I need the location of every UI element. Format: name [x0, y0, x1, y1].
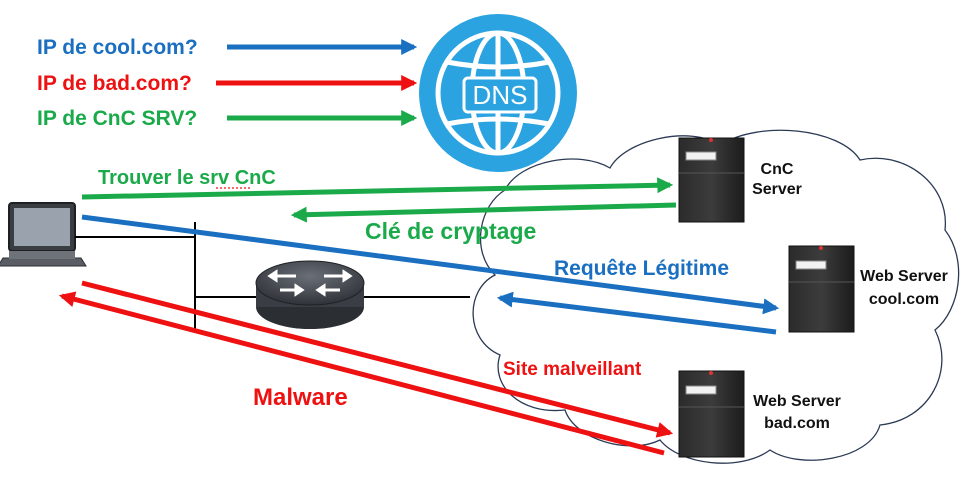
key-arrow	[290, 202, 677, 223]
bad-server-label-2: bad.com	[764, 415, 830, 432]
malware-label: Malware	[253, 384, 348, 411]
legit-response-arrow	[496, 291, 777, 335]
legit-label: Requête Légitime	[554, 257, 729, 280]
bad-server-icon	[678, 370, 745, 458]
dns-label: DNS	[473, 80, 528, 110]
cool-server-label-2: cool.com	[869, 291, 939, 308]
bad-server-label-1: Web Server	[753, 393, 841, 410]
cool-server-icon	[788, 245, 855, 333]
dns-globe-icon	[419, 14, 577, 172]
cool-server-label-1: Web Server	[860, 268, 948, 285]
malware-download-arrow	[58, 291, 665, 456]
key-label: Clé de cryptage	[365, 218, 536, 244]
find-cnc-label: Trouver le srv CnC	[98, 167, 276, 189]
cnc-server-label-1: CnC	[761, 161, 794, 178]
malicious-request-arrow	[81, 280, 674, 438]
router-icon	[255, 260, 365, 329]
malicious-label: Site malveillant	[503, 359, 642, 380]
legit-request-arrow	[81, 214, 780, 315]
find-cnc-arrow	[81, 177, 674, 200]
cnc-server-icon	[678, 137, 745, 223]
laptop-icon	[0, 202, 87, 267]
dns-query-cool: IP de cool.com?	[37, 36, 198, 59]
dns-query-cnc: IP de CnC SRV?	[37, 107, 197, 130]
dns-query-bad: IP de bad.com?	[37, 72, 192, 95]
cnc-server-label-2: Server	[752, 181, 802, 198]
